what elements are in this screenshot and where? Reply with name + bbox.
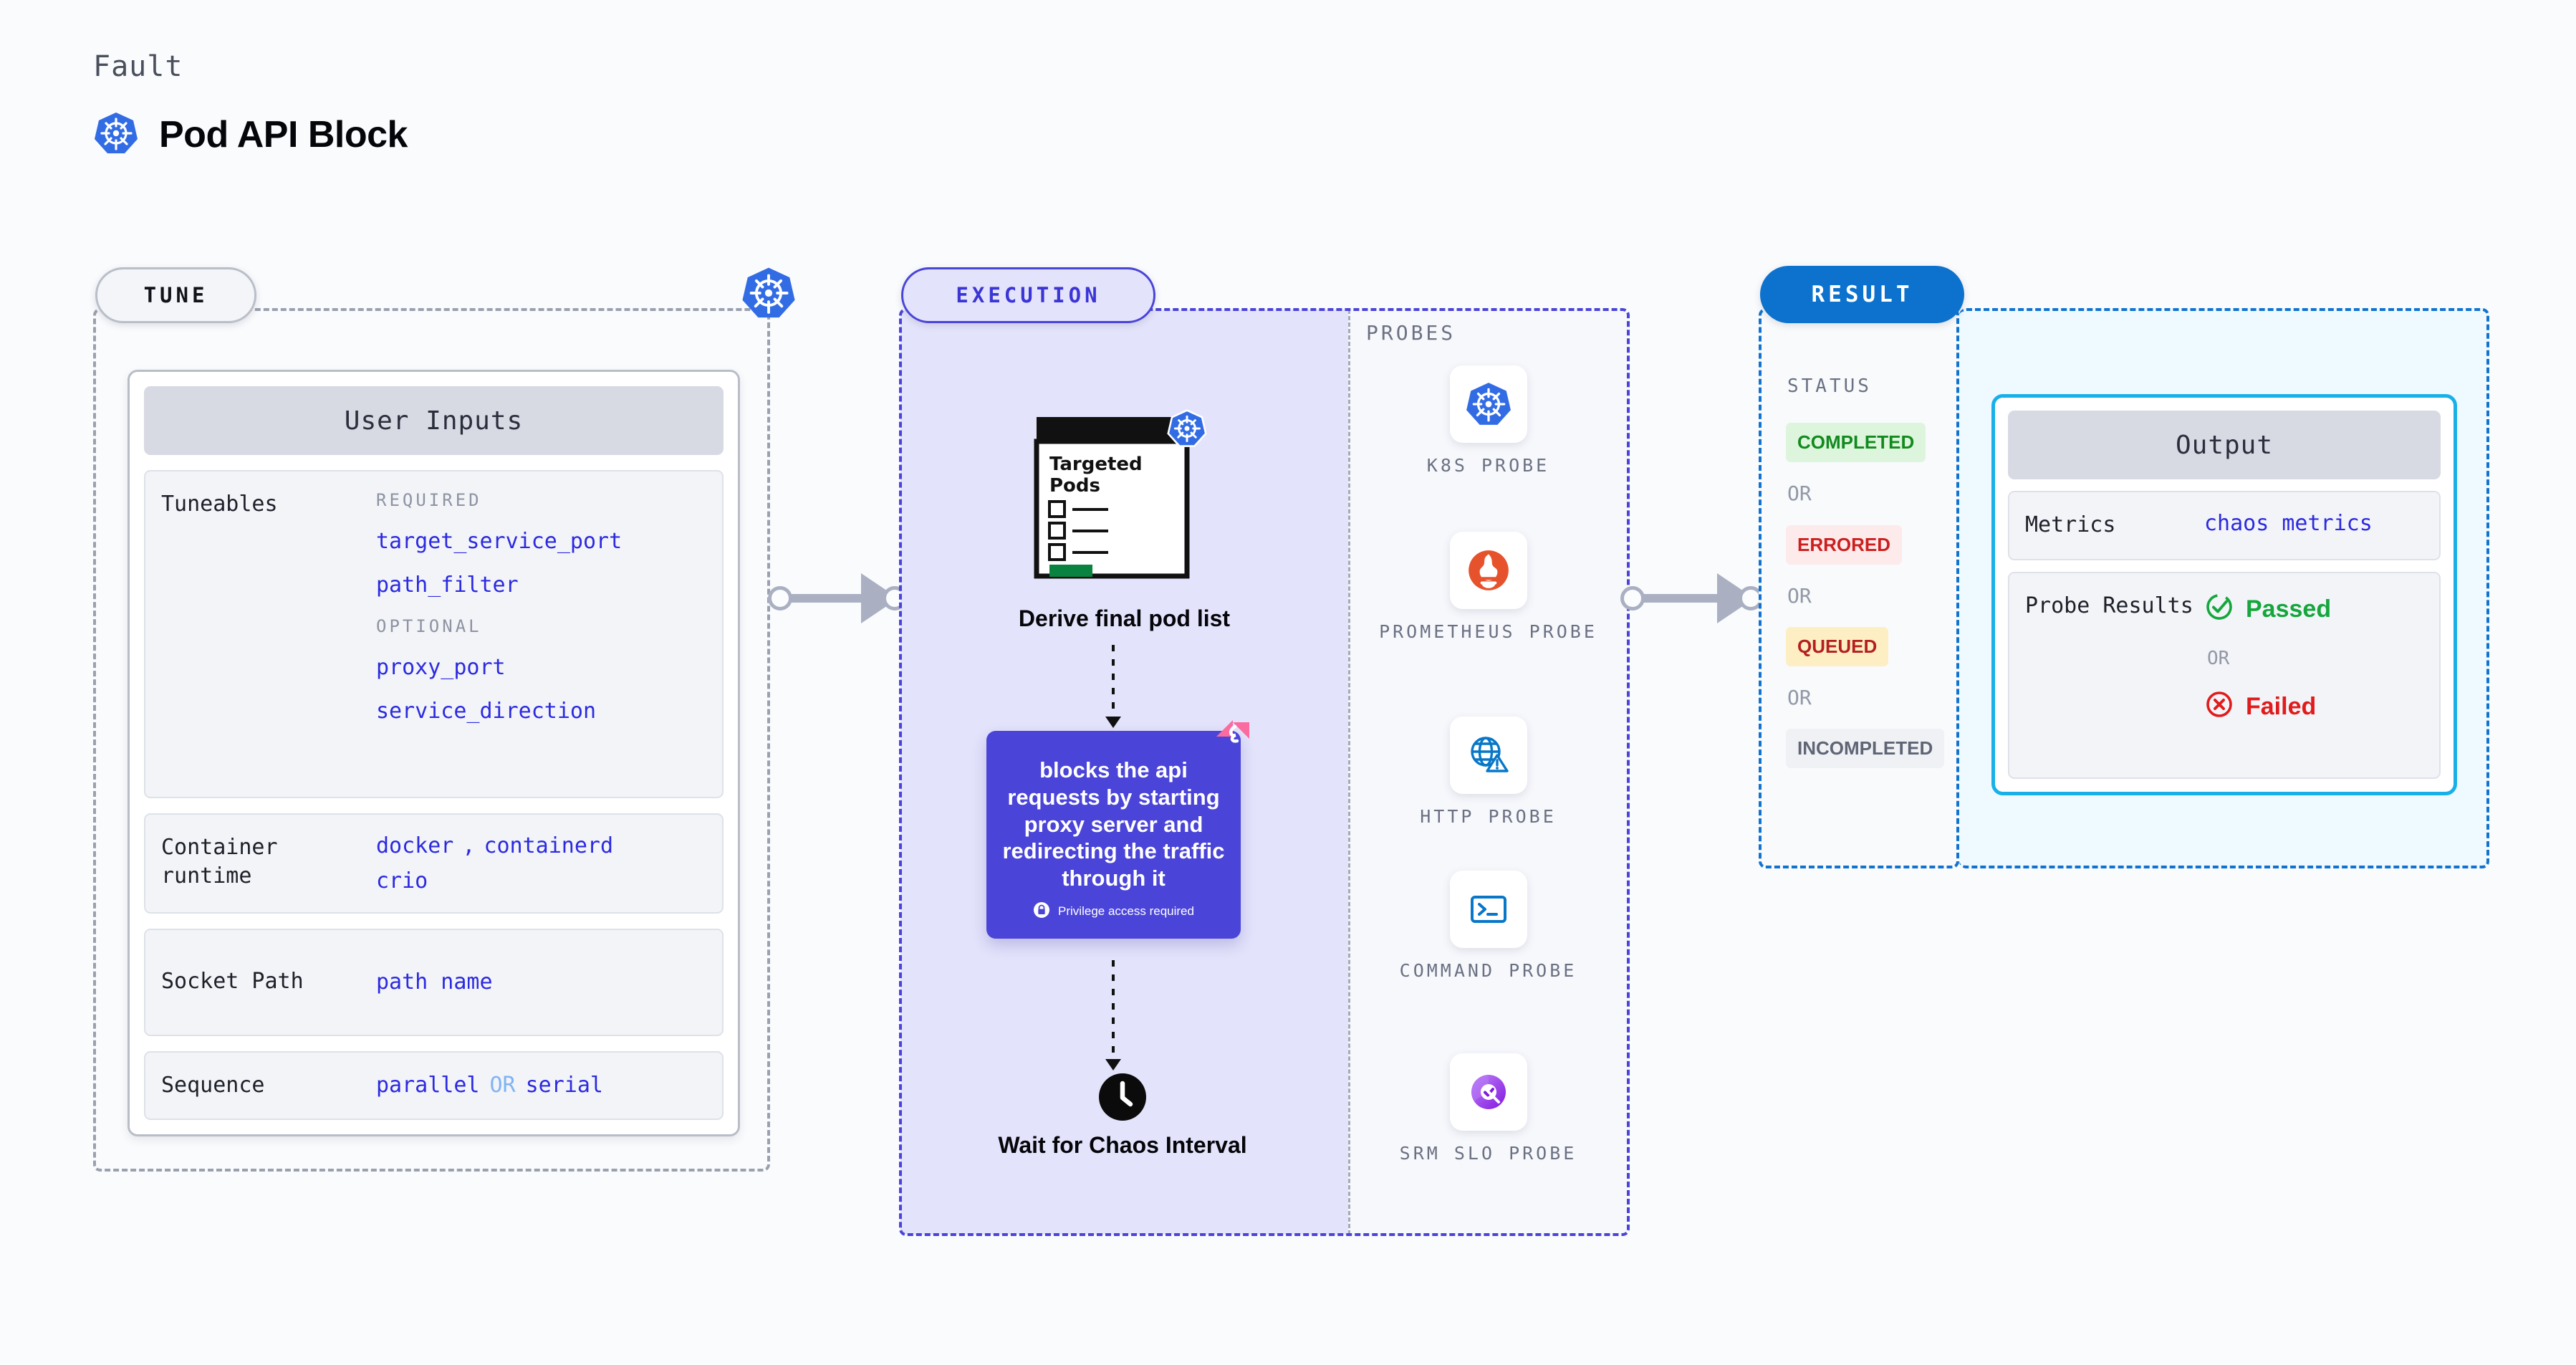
kubernetes-icon <box>1167 408 1207 449</box>
result-tag: RESULT <box>1760 266 1964 323</box>
metrics-value[interactable]: chaos metrics <box>2204 511 2373 536</box>
probe-http-label: HTTP PROBE <box>1420 806 1557 827</box>
globe-warning-icon <box>1449 717 1527 794</box>
sequence-label: Sequence <box>161 1072 265 1098</box>
status-badge-completed: COMPLETED <box>1786 423 1926 462</box>
socket-path-label: Socket Path <box>161 969 304 995</box>
probe-k8s[interactable]: K8S PROBE <box>1348 365 1628 478</box>
tuneable-target-service-port[interactable]: target_service_port <box>376 529 623 554</box>
metrics-label: Metrics <box>2025 512 2116 537</box>
action-card: blocks the api requests by starting prox… <box>986 720 1249 939</box>
status-badge-incompleted: INCOMPLETED <box>1786 729 1945 768</box>
output-title: Output <box>2008 411 2441 479</box>
action-description: blocks the api requests by starting prox… <box>1002 757 1225 891</box>
probe-result-failed: Failed <box>2204 689 2331 725</box>
flow-arrow-line-2 <box>1112 960 1115 1060</box>
tuneable-proxy-port[interactable]: proxy_port <box>376 655 506 680</box>
probe-srm-slo[interactable]: SRM SLO PROBE <box>1348 1053 1628 1166</box>
runtime-containerd[interactable]: containerd <box>484 833 614 858</box>
prometheus-icon <box>1449 532 1527 609</box>
tuneables-values: REQUIRED target_service_port path_filter… <box>376 490 622 778</box>
page-title: Pod API Block <box>159 114 408 155</box>
probe-command[interactable]: COMMAND PROBE <box>1348 871 1628 983</box>
lock-icon <box>1033 901 1050 921</box>
flow-arrow-head-1 <box>1105 717 1121 728</box>
connector-execution-to-result <box>1620 573 1764 623</box>
litmuschaos-icon <box>1213 718 1252 757</box>
probe-prometheus-label: PROMETHEUS PROBE <box>1379 621 1597 642</box>
probe-results-label: Probe Results <box>2025 593 2193 618</box>
probe-srm-slo-label: SRM SLO PROBE <box>1399 1143 1577 1164</box>
kubernetes-icon <box>741 265 797 321</box>
clock-icon <box>1097 1071 1148 1123</box>
sequence-row: Sequence parallel OR serial <box>144 1050 724 1120</box>
result-status-panel <box>1759 308 1959 868</box>
tune-panel <box>93 308 770 1172</box>
x-circle-icon <box>2204 689 2234 725</box>
container-runtime-values: docker , containerd crio <box>376 833 613 894</box>
probe-passed-label: Passed <box>2246 595 2332 623</box>
privilege-note-text: Privilege access required <box>1058 904 1194 918</box>
probe-k8s-label: K8S PROBE <box>1426 455 1550 476</box>
output-card: Output Metrics chaos metrics Probe Resul… <box>1991 394 2457 795</box>
socket-path-value[interactable]: path name <box>376 969 493 995</box>
status-or-2: OR <box>1787 584 1812 608</box>
fault-title-row: Pod API Block <box>93 110 408 159</box>
probe-failed-label: Failed <box>2246 693 2317 720</box>
runtime-separator: , <box>462 833 476 858</box>
execution-panel <box>899 308 1630 1236</box>
sequence-or: OR <box>489 1073 516 1098</box>
metrics-row: Metrics chaos metrics <box>2008 491 2441 560</box>
required-tag: REQUIRED <box>376 490 482 510</box>
probes-title: PROBES <box>1366 321 1456 345</box>
tuneable-service-direction[interactable]: service_direction <box>376 699 597 724</box>
user-inputs-title: User Inputs <box>144 386 724 455</box>
status-title: STATUS <box>1787 375 1872 397</box>
status-badge-errored: ERRORED <box>1786 525 1903 565</box>
status-or-3: OR <box>1787 686 1812 709</box>
kubernetes-icon <box>93 110 139 159</box>
svg-text:Pods: Pods <box>1049 475 1100 497</box>
targeted-pods-illustration: Targeted Pods <box>1034 414 1193 579</box>
sequence-parallel[interactable]: parallel <box>376 1073 480 1098</box>
tune-tag: TUNE <box>95 267 256 323</box>
privilege-note: Privilege access required <box>1033 901 1194 921</box>
check-circle-icon <box>2204 592 2234 628</box>
probe-http[interactable]: HTTP PROBE <box>1348 717 1628 829</box>
status-badge-queued: QUEUED <box>1786 627 1889 666</box>
probe-results-row: Probe Results Passed OR <box>2008 571 2441 779</box>
container-runtime-row: Container runtime docker , containerd cr… <box>144 813 724 914</box>
wait-interval-caption: Wait for Chaos Interval <box>998 1132 1247 1158</box>
sequence-values: parallel OR serial <box>376 1073 603 1098</box>
runtime-docker[interactable]: docker <box>376 833 454 858</box>
page-header: Fault Pod API Block <box>93 50 408 159</box>
socket-path-row: Socket Path path name <box>144 928 724 1036</box>
probe-results-values: Passed OR Failed <box>2204 592 2331 760</box>
probe-result-passed: Passed <box>2204 592 2331 628</box>
probe-command-label: COMMAND PROBE <box>1399 960 1577 981</box>
terminal-icon <box>1449 871 1527 948</box>
kubernetes-icon <box>1449 365 1527 443</box>
user-inputs-card: User Inputs Tuneables REQUIRED target_se… <box>128 370 740 1136</box>
flow-arrow-line-1 <box>1112 645 1115 718</box>
svg-text:Targeted: Targeted <box>1049 454 1143 475</box>
tuneable-path-filter[interactable]: path_filter <box>376 573 519 598</box>
tuneables-label: Tuneables <box>161 492 278 517</box>
probe-result-or: OR <box>2207 647 2230 669</box>
fault-kicker: Fault <box>93 50 183 83</box>
derive-pod-list-caption: Derive final pod list <box>1018 605 1231 631</box>
status-or-1: OR <box>1787 482 1812 505</box>
metrics-values: chaos metrics <box>2204 511 2373 540</box>
connector-tune-to-execution <box>768 573 907 623</box>
runtime-crio[interactable]: crio <box>376 868 428 894</box>
flow-arrow-head-2 <box>1105 1059 1121 1071</box>
srm-slo-icon <box>1449 1053 1527 1131</box>
container-runtime-label: Container runtime <box>161 834 278 889</box>
sequence-serial[interactable]: serial <box>525 1073 603 1098</box>
probe-prometheus[interactable]: PROMETHEUS PROBE <box>1348 532 1628 644</box>
tuneables-row: Tuneables REQUIRED target_service_port p… <box>144 470 724 798</box>
socket-path-values: path name <box>376 969 493 995</box>
execution-tag: EXECUTION <box>901 267 1155 323</box>
optional-tag: OPTIONAL <box>376 616 482 636</box>
